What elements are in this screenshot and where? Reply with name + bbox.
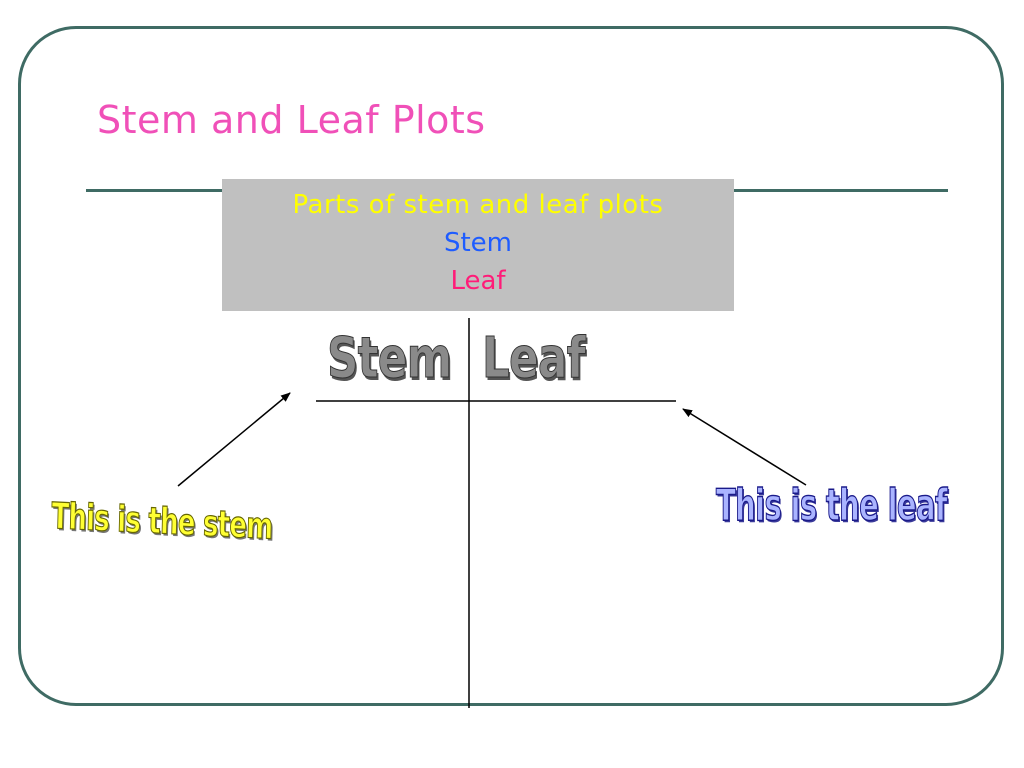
parts-callout-box: Parts of stem and leaf plots Stem Leaf: [222, 179, 734, 311]
leaf-arrow: [682, 408, 807, 486]
callout-heading: Parts of stem and leaf plots: [292, 190, 664, 220]
slide-title: Stem and Leaf Plots: [97, 98, 486, 142]
slide-frame: [18, 26, 1004, 706]
callout-stem-term: Stem: [443, 228, 513, 258]
leaf-annotation: This is the leaf: [716, 479, 948, 531]
stem-arrow: [177, 392, 291, 487]
leaf-column-header: Leaf: [482, 326, 586, 392]
callout-leaf-term: Leaf: [450, 266, 506, 296]
stem-column-header: Stem: [327, 326, 453, 392]
